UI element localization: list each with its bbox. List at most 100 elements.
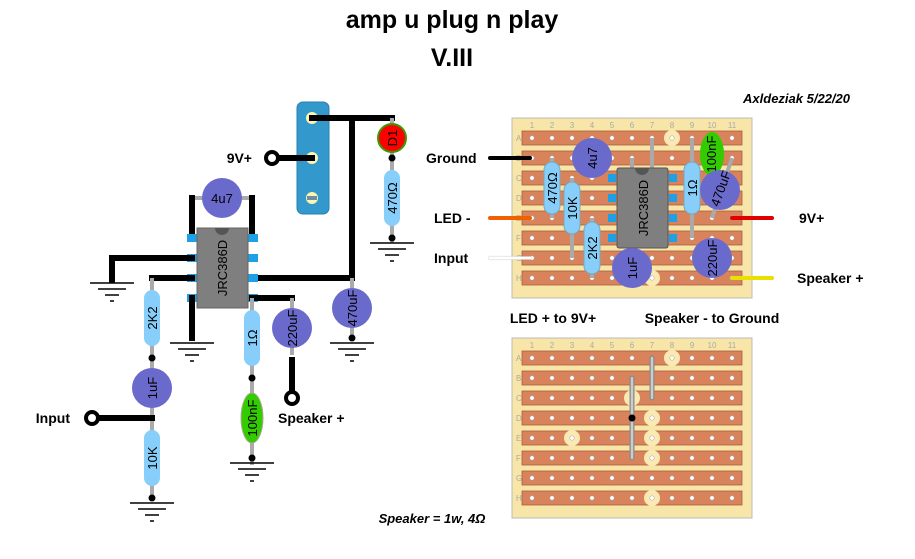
bottom-hole	[669, 475, 675, 481]
top-resistor-10k-label: 10K	[565, 196, 580, 219]
cap-input	[132, 368, 172, 408]
bottom-hole	[529, 455, 535, 461]
9v-terminal	[264, 150, 280, 166]
bottom-hole	[569, 415, 575, 421]
bottom-hole	[589, 395, 595, 401]
bottom-hole	[549, 475, 555, 481]
resistor-led-label: 470Ω	[385, 182, 400, 214]
bottom-hole	[549, 355, 555, 361]
bottom-hole	[669, 455, 675, 461]
top-resistor-470-label: 470Ω	[545, 172, 560, 204]
bottom-hole	[649, 495, 655, 501]
resistor-10k	[144, 430, 160, 486]
bottom-hole	[529, 495, 535, 501]
top-hole	[529, 195, 535, 201]
bottom-hole	[729, 415, 735, 421]
bottom-hole	[729, 395, 735, 401]
top-cap-470uf	[700, 170, 740, 210]
top-cap-1uf	[612, 248, 652, 288]
cap-470uf	[332, 288, 372, 328]
resistor-2k2-label: 2K2	[145, 306, 160, 329]
top-hole	[529, 175, 535, 181]
bottom-hole	[729, 435, 735, 441]
bottom-column-number: 9	[690, 341, 695, 350]
cap-gain	[202, 178, 242, 218]
bottom-hole	[729, 355, 735, 361]
bottom-hole	[569, 475, 575, 481]
bottom-hole	[649, 455, 655, 461]
bottom-hole	[549, 415, 555, 421]
page-title: amp u plug n play	[346, 6, 559, 34]
bottom-hole	[689, 375, 695, 381]
top-column-number: 4	[590, 121, 595, 130]
bottom-hole	[669, 415, 675, 421]
bottom-row-letter: D	[516, 414, 522, 423]
resistor-10k-label: 10K	[145, 446, 160, 469]
bottom-column-number: 4	[590, 341, 595, 350]
bottom-hole	[529, 375, 535, 381]
bottom-row-letter: E	[516, 434, 521, 443]
bottom-hole	[589, 435, 595, 441]
bottom-column-number: 6	[630, 341, 635, 350]
bottom-hole	[549, 495, 555, 501]
top-resistor-1ohm-label: 1Ω	[685, 179, 700, 196]
bottom-hole	[689, 415, 695, 421]
schematic: 9V+ D1 470Ω 4u7 JRC386D 2K2 1uF	[36, 101, 415, 522]
top-hole	[689, 275, 695, 281]
label-speaker: Speaker +	[278, 410, 345, 426]
bottom-hole	[709, 475, 715, 481]
cap-220uf-label: 220uF	[285, 310, 300, 347]
top-hole	[549, 255, 555, 261]
bottom-hole	[729, 475, 735, 481]
top-resistor-2k2	[583, 221, 601, 275]
top-column-number: 8	[670, 121, 675, 130]
bottom-row-letter: G	[516, 474, 522, 483]
bottom-hole	[609, 355, 615, 361]
top-hole	[549, 275, 555, 281]
bottom-hole	[589, 475, 595, 481]
bottom-hole	[649, 415, 655, 421]
bottom-hole	[569, 375, 575, 381]
bottom-row-letter: F	[516, 454, 521, 463]
cap-100nf	[240, 392, 264, 444]
bottom-column-number: 3	[570, 341, 575, 350]
bottom-hole	[569, 455, 575, 461]
bottom-column-number: 11	[728, 341, 737, 350]
bottom-hole	[669, 435, 675, 441]
bottom-hole	[549, 395, 555, 401]
bottom-hole	[569, 495, 575, 501]
bottom-hole	[689, 475, 695, 481]
label-input: Input	[36, 410, 71, 426]
top-hole	[609, 135, 615, 141]
bottom-hole	[609, 495, 615, 501]
label-speaker-top: Speaker +	[797, 270, 864, 286]
bottom-row-letter: A	[516, 354, 522, 363]
top-row-letter: A	[516, 134, 522, 143]
speaker-note: Speaker = 1w, 4Ω	[379, 511, 486, 526]
bottom-row-letter: B	[516, 374, 521, 383]
bottom-hole	[609, 455, 615, 461]
ground-symbol	[369, 242, 415, 262]
label-9v: 9V+	[227, 150, 252, 166]
led-note: LED + to 9V+	[510, 310, 596, 326]
bottom-hole	[629, 495, 635, 501]
top-hole	[669, 275, 675, 281]
bottom-hole	[629, 475, 635, 481]
label-led-minus: LED -	[434, 210, 471, 226]
led	[377, 123, 407, 153]
top-resistor-10k	[563, 181, 581, 235]
bottom-hole	[729, 375, 735, 381]
led-label: D1	[385, 130, 400, 147]
bottom-hole	[529, 415, 535, 421]
bottom-hole	[669, 495, 675, 501]
label-ground: Ground	[426, 150, 477, 166]
bottom-hole	[709, 395, 715, 401]
bottom-hole	[709, 355, 715, 361]
bottom-hole	[529, 395, 535, 401]
top-resistor-1ohm	[683, 161, 701, 215]
resistor-1ohm	[244, 310, 260, 366]
ic-label: JRC386D	[215, 240, 230, 296]
top-ic-label: JRC386D	[636, 180, 651, 236]
